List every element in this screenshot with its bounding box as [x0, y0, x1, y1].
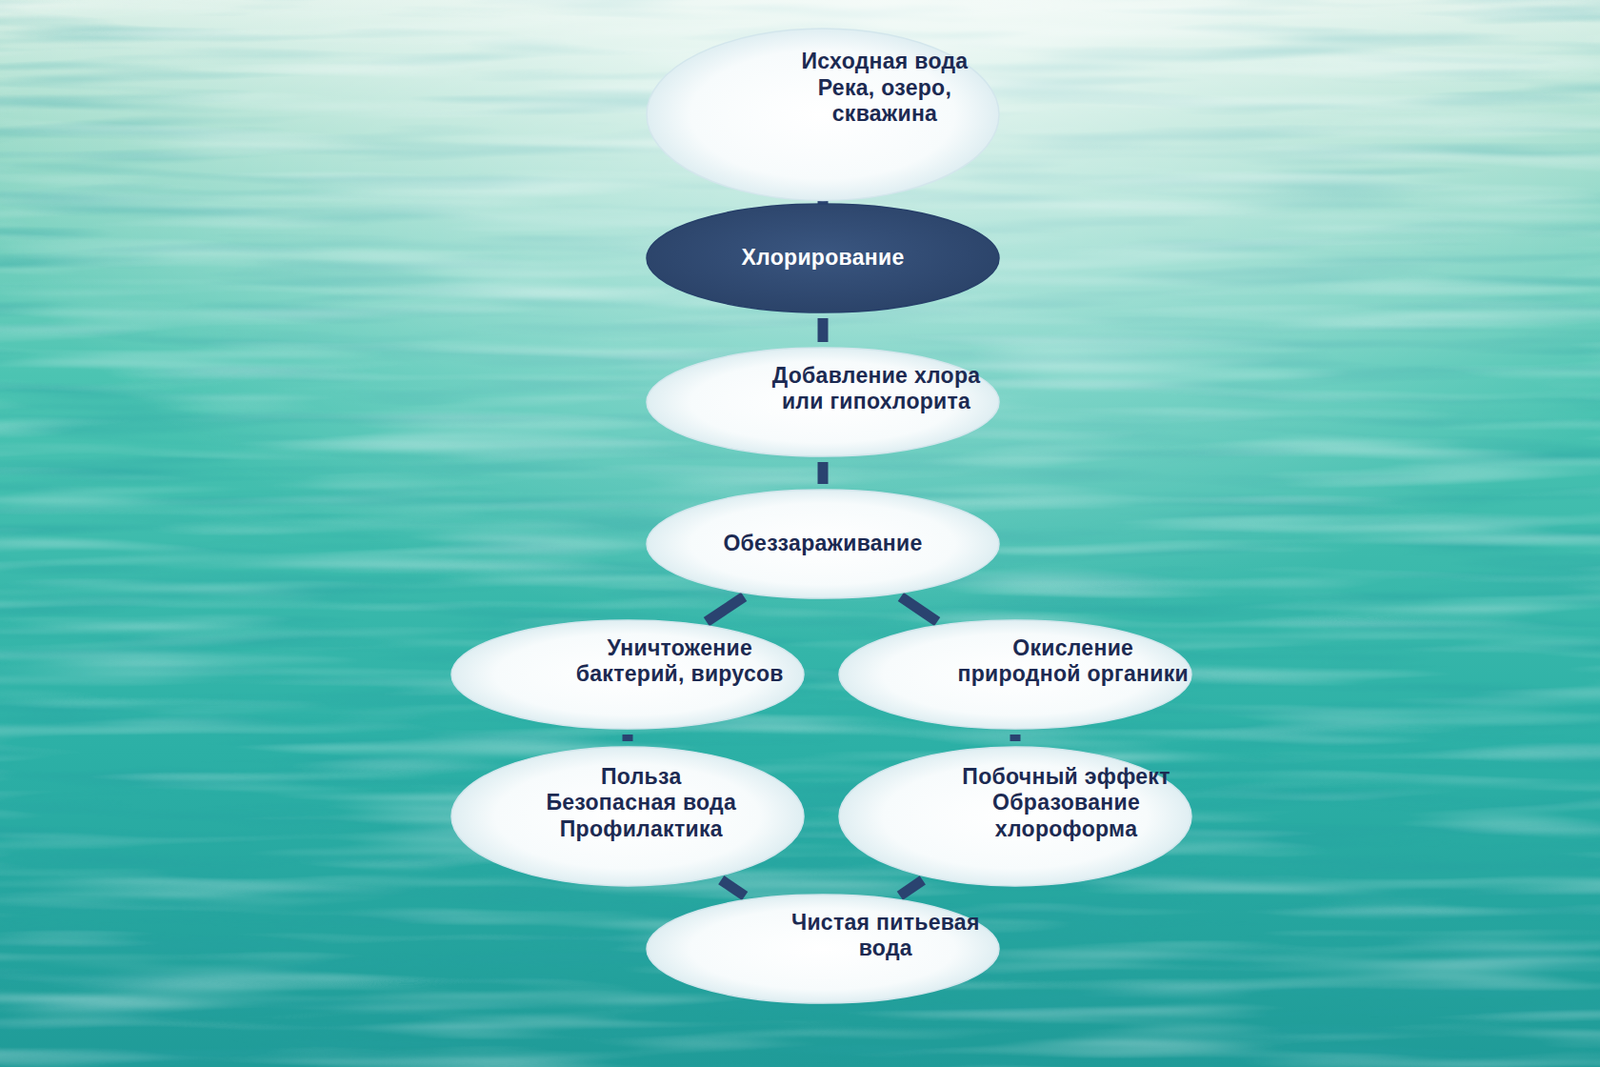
process-ellipse: ПользаБезопасная водаПрофилактика: [450, 745, 805, 887]
connector-line: [818, 461, 829, 484]
highlight-ellipse: Хлорирование: [645, 202, 1000, 314]
text-group: Окисление природной органики: [953, 635, 1193, 688]
connector-line: [900, 880, 923, 896]
process-ellipse: Обеззараживание: [645, 488, 1000, 600]
process-ellipse: Окисление природной органики: [838, 619, 1193, 730]
process-ellipse: Исходная водаРека, озеро, скважина: [645, 27, 1000, 201]
text-group: ПользаБезопасная водаПрофилактика: [545, 763, 737, 843]
node-label: Окисление природной органики: [953, 635, 1193, 688]
text-group: Хлорирование: [740, 244, 904, 272]
connector: [627, 734, 629, 741]
connector-line: [706, 596, 744, 621]
text-group: Добавление хлора или гипохлорита: [752, 362, 1000, 416]
node-detail: Безопасная вода: [545, 789, 737, 817]
node-detail: Профилактика: [545, 816, 737, 843]
text-group: Побочный эффектОбразование хлороформа: [941, 763, 1192, 843]
text-group: Чистая питьевая вода: [771, 909, 1000, 962]
node-label: Обеззараживание: [722, 530, 922, 558]
connector: [900, 880, 923, 896]
connector: [822, 318, 824, 342]
connector: [900, 597, 938, 622]
text-group: Исходная водаРека, озеро, скважина: [769, 48, 1000, 128]
process-ellipse: Чистая питьевая вода: [645, 893, 1000, 1004]
connector: [720, 880, 745, 897]
connector: [1015, 734, 1017, 741]
connector-line: [818, 318, 829, 342]
connector: [706, 596, 744, 621]
node-detail: Образование хлороформа: [941, 789, 1192, 842]
connector-line: [622, 734, 634, 741]
node-label: Добавление хлора или гипохлорита: [752, 362, 1000, 416]
connector: [822, 461, 824, 484]
node-label: Польза: [545, 763, 737, 791]
node-label: Уничтожение бактерий, вирусов: [555, 635, 805, 688]
process-ellipse: Добавление хлора или гипохлорита: [645, 346, 1000, 458]
text-group: Уничтожение бактерий, вирусов: [555, 635, 805, 688]
connector-line: [720, 880, 745, 897]
node-label: Чистая питьевая вода: [771, 909, 1000, 962]
node-detail: Река, озеро, скважина: [769, 75, 1000, 128]
process-ellipse: Уничтожение бактерий, вирусов: [450, 619, 805, 730]
text-group: Обеззараживание: [722, 530, 922, 558]
node-label: Хлорирование: [740, 244, 904, 272]
process-ellipse: Побочный эффектОбразование хлороформа: [838, 745, 1193, 887]
connector-line: [1010, 734, 1021, 741]
connector-line: [900, 597, 938, 622]
node-label: Побочный эффект: [941, 763, 1192, 791]
node-label: Исходная вода: [769, 48, 1000, 76]
